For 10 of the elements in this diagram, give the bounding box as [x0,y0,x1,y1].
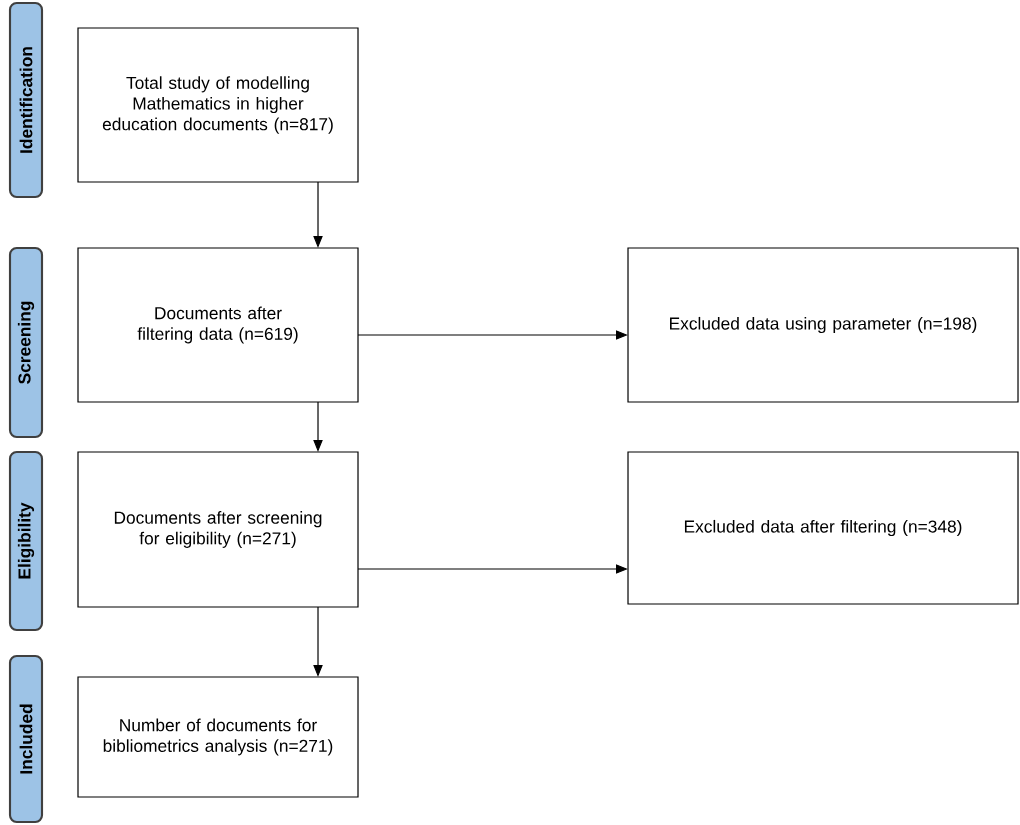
process-box: Documents after screening for eligibility (n=271) [77,451,359,608]
process-box: Excluded data using parameter (n=198) [627,247,1019,403]
process-box: Number of documents for bibliometrics analysis (n=271) [77,676,359,798]
stage-label: Eligibility [8,450,44,632]
stage-label: Screening [8,246,44,439]
stage-label: Included [8,654,44,824]
process-box: Excluded data after filtering (n=348) [627,451,1019,605]
process-box: Documents after filtering data (n=619) [77,247,359,403]
stage-label: Identification [8,1,44,199]
process-box: Total study of modelling Mathematics in higher education documents (n=817) [77,27,359,183]
